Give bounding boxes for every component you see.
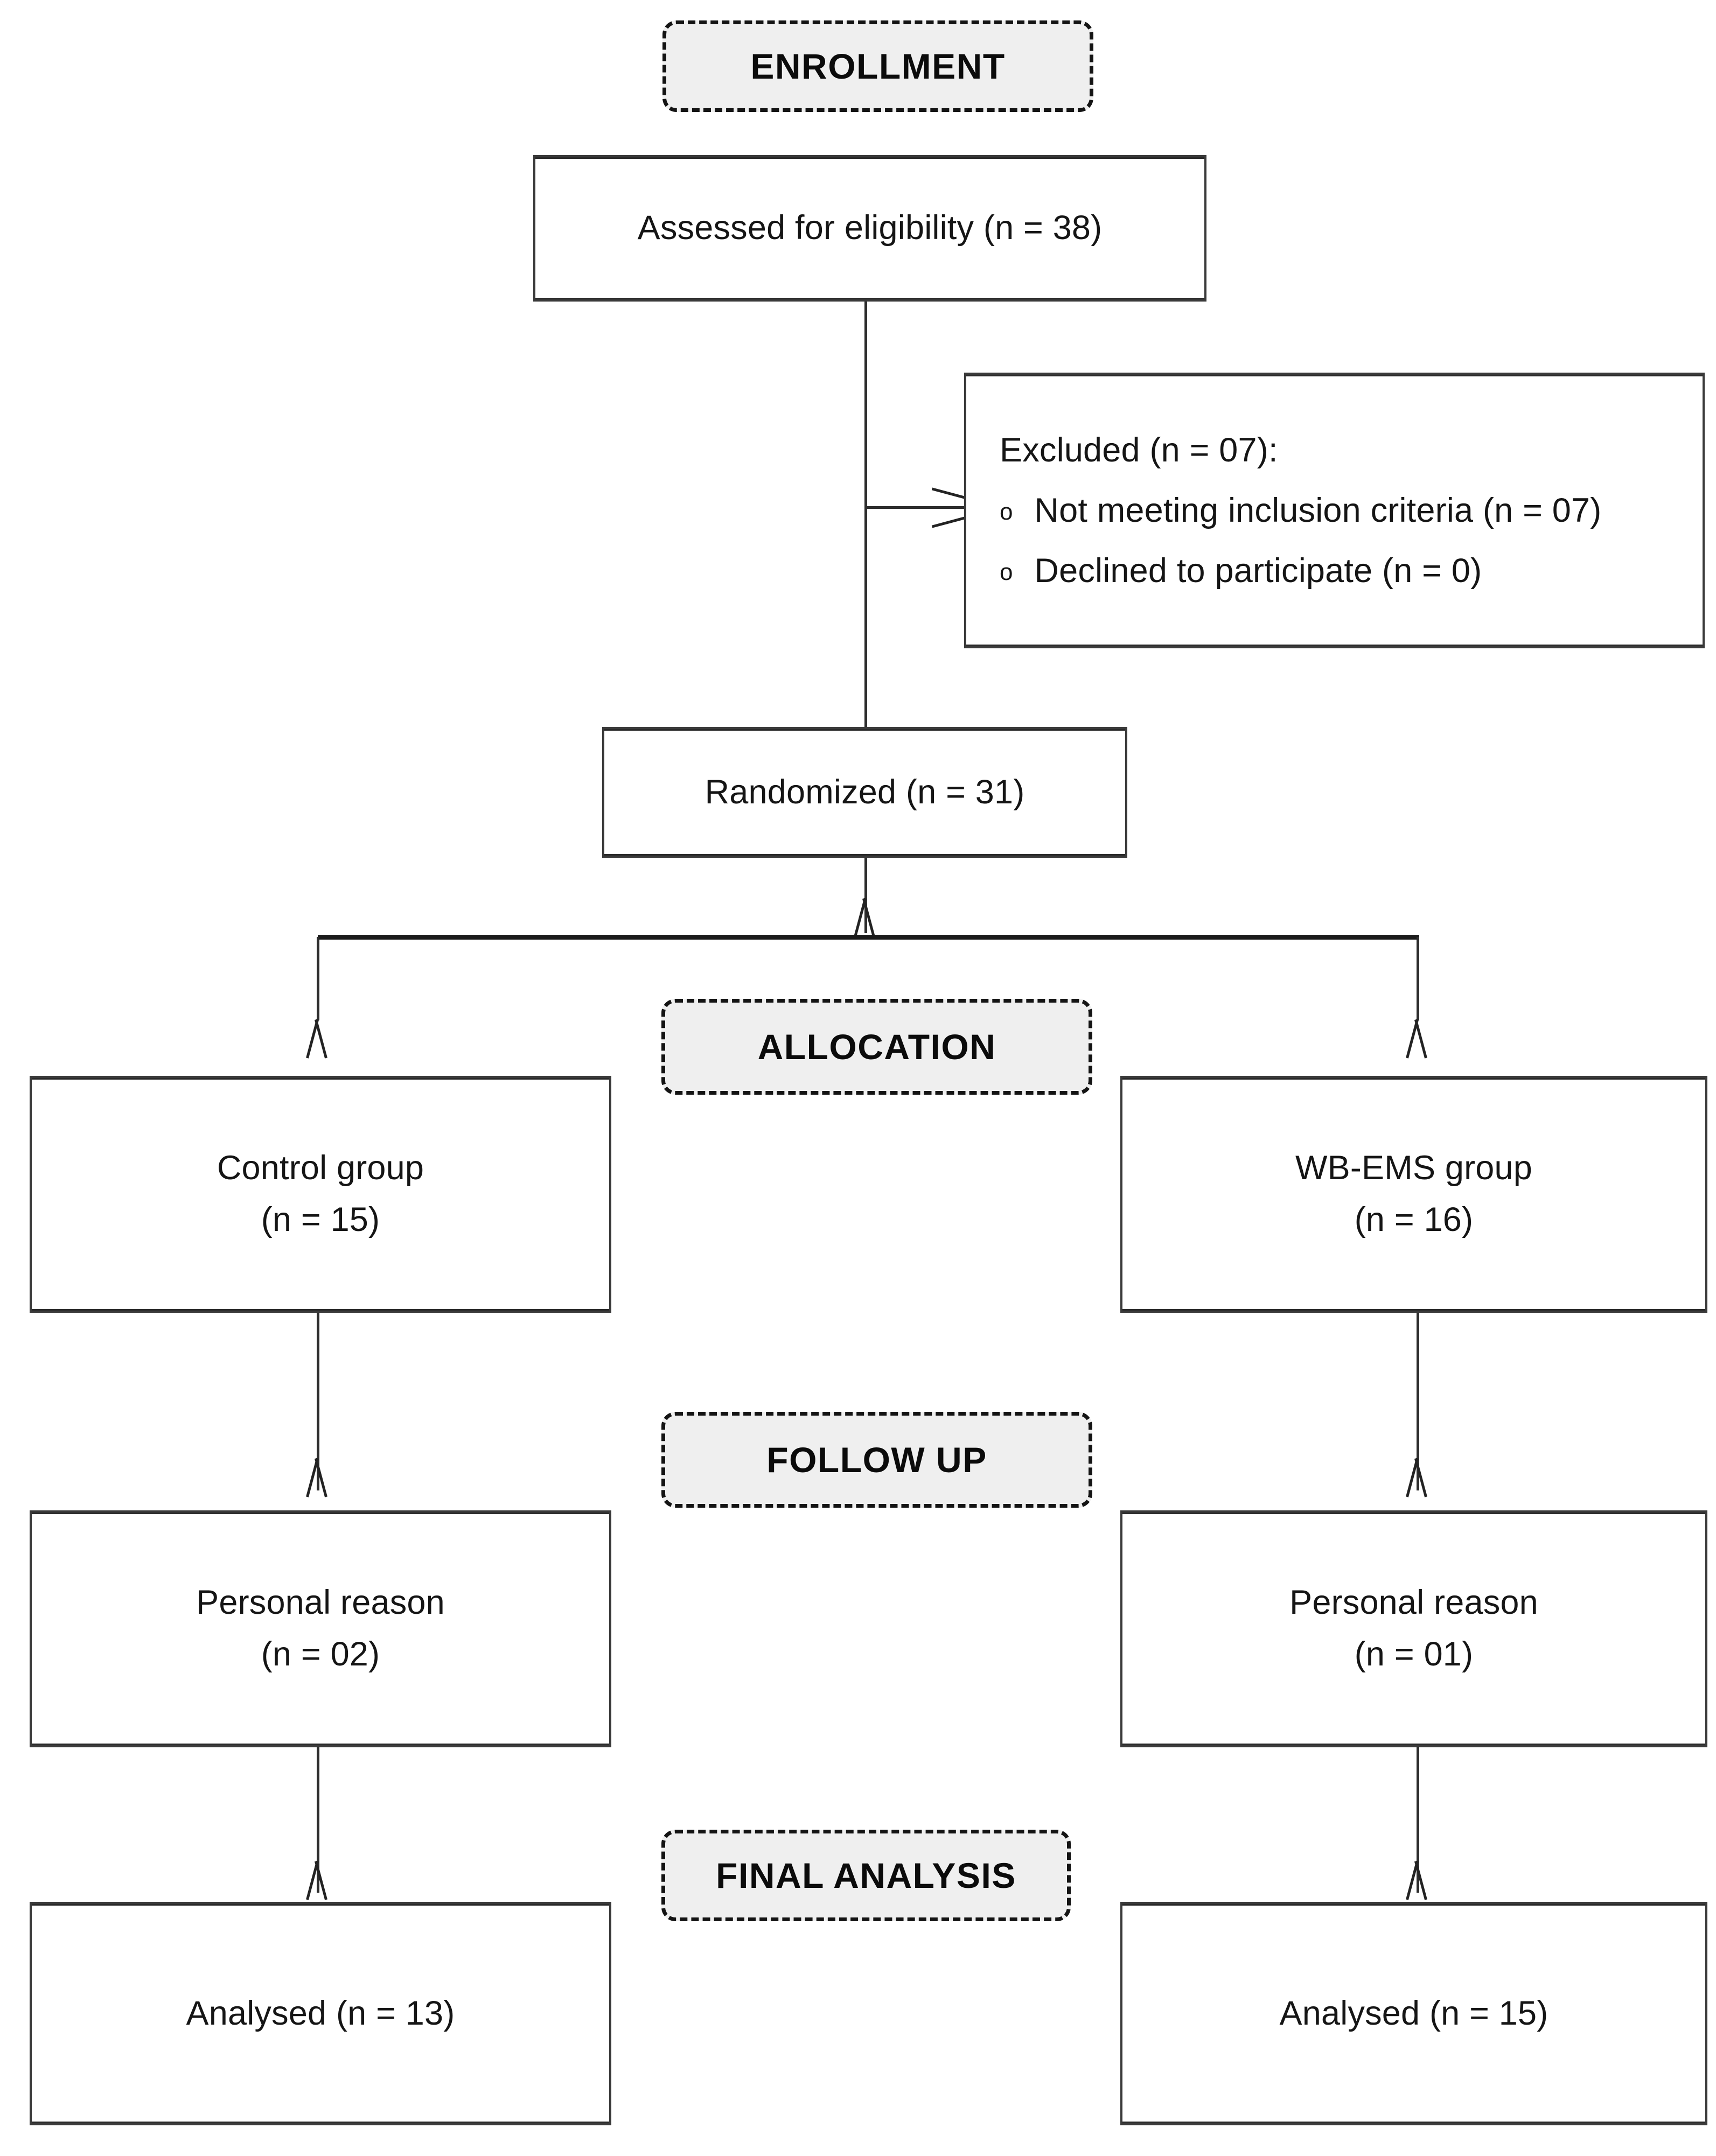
connector-control-followup-to-analysed: [317, 1747, 319, 1893]
connector-control-group-to-followup: [317, 1313, 319, 1490]
node-wbems-group-line-2: (n = 16): [1354, 1201, 1474, 1238]
node-control-followup: Personal reason (n = 02): [30, 1510, 611, 1747]
node-wbems-followup-line-1: Personal reason: [1289, 1584, 1538, 1622]
stage-label-allocation: ALLOCATION: [661, 999, 1092, 1095]
bullet-icon: o: [1000, 498, 1013, 525]
stage-label-final-analysis: FINAL ANALYSIS: [661, 1830, 1071, 1921]
node-excluded: Excluded (n = 07): o Not meeting inclusi…: [964, 373, 1705, 648]
stage-label-enrollment-text: ENROLLMENT: [750, 46, 1006, 86]
node-control-group-line-1: Control group: [217, 1149, 424, 1187]
node-assessed-line-1: Assessed for eligibility (n = 38): [637, 209, 1103, 247]
node-excluded-bullet-1-text: Not meeting inclusion criteria (n = 07): [1034, 491, 1602, 529]
node-randomized: Randomized (n = 31): [602, 727, 1127, 858]
connector-split-bar: [318, 935, 1419, 940]
connector-split-to-wbems-group: [1417, 937, 1419, 1020]
node-control-analysed: Analysed (n = 13): [30, 1902, 611, 2125]
node-wbems-analysed: Analysed (n = 15): [1120, 1902, 1707, 2125]
connector-assessed-to-randomized: [864, 302, 867, 727]
stage-label-enrollment: ENROLLMENT: [662, 20, 1093, 112]
node-control-group: Control group (n = 15): [30, 1076, 611, 1313]
node-control-followup-line-2: (n = 02): [261, 1635, 380, 1673]
node-excluded-bullet-2-text: Declined to participate (n = 0): [1034, 552, 1482, 590]
node-excluded-bullet-1: o Not meeting inclusion criteria (n = 07…: [1000, 480, 1601, 541]
stage-label-follow-up: FOLLOW UP: [661, 1412, 1092, 1508]
stage-label-final-analysis-text: FINAL ANALYSIS: [716, 1856, 1016, 1895]
connector-trunk-to-excluded: [864, 506, 969, 509]
node-excluded-bullet-2: o Declined to participate (n = 0): [1000, 541, 1482, 601]
node-wbems-followup: Personal reason (n = 01): [1120, 1510, 1707, 1747]
connector-wbems-followup-to-analysed: [1417, 1747, 1419, 1893]
node-control-analysed-line-1: Analysed (n = 13): [186, 1994, 455, 2032]
stage-label-follow-up-text: FOLLOW UP: [766, 1440, 987, 1480]
node-wbems-group: WB-EMS group (n = 16): [1120, 1076, 1707, 1313]
node-wbems-followup-line-2: (n = 01): [1354, 1635, 1474, 1673]
node-wbems-group-line-1: WB-EMS group: [1295, 1149, 1533, 1187]
connector-split-to-control-group: [317, 937, 319, 1020]
node-control-group-line-2: (n = 15): [261, 1201, 380, 1238]
node-assessed-for-eligibility: Assessed for eligibility (n = 38): [533, 155, 1206, 302]
connector-randomized-to-split: [864, 858, 867, 933]
node-control-followup-line-1: Personal reason: [196, 1584, 445, 1622]
connector-wbems-group-to-followup: [1417, 1313, 1419, 1490]
node-wbems-analysed-line-1: Analysed (n = 15): [1279, 1994, 1548, 2032]
node-randomized-line-1: Randomized (n = 31): [704, 773, 1025, 811]
stage-label-allocation-text: ALLOCATION: [757, 1027, 996, 1067]
node-excluded-heading: Excluded (n = 07):: [1000, 431, 1278, 469]
bullet-icon: o: [1000, 559, 1013, 586]
